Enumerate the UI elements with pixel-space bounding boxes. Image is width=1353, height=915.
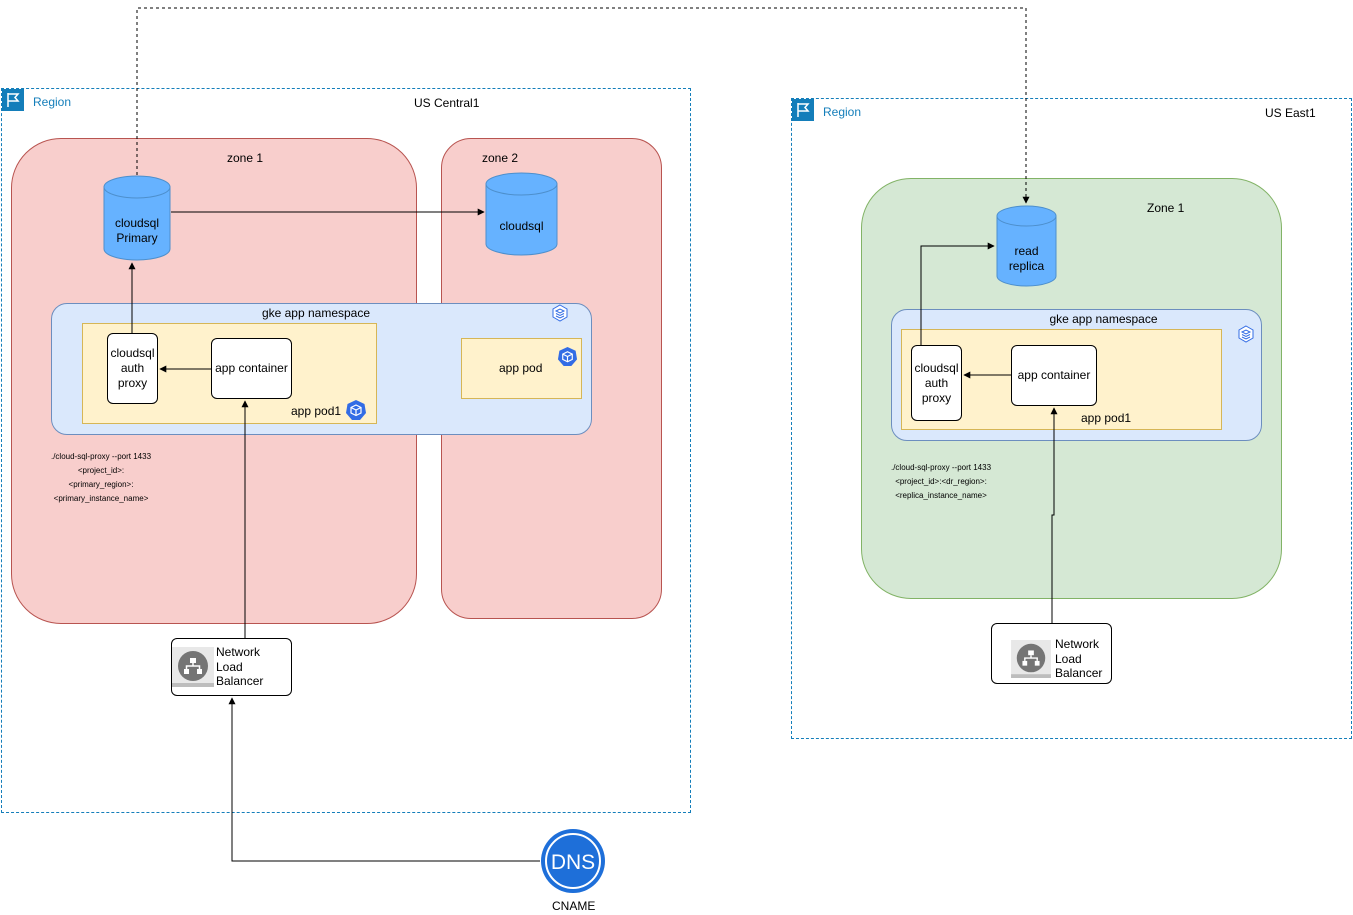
cloudsql-primary-database [103,175,171,261]
app-container: app container [1011,345,1097,406]
dns-to-lb-connector [228,697,540,862]
region-label: Region [33,95,72,109]
pod-label: app pod1 [1081,411,1132,425]
region-name: US East1 [1265,106,1316,120]
pod-label: app pod1 [291,404,342,418]
region-name: US Central1 [414,96,480,110]
replication-connector [136,7,1030,204]
proxy-command: ./cloud-sql-proxy --port 1433 <project_i… [890,463,992,500]
cloudsql-secondary-database [485,172,558,256]
region-us-east1 [791,98,1352,739]
region-us-central1 [1,88,691,813]
region-flag-icon [2,89,24,111]
zone-label: zone 1 [227,151,264,165]
namespace-label: gke app namespace [1049,312,1158,326]
zone-label: zone 2 [482,151,519,165]
kubernetes-pod-icon [557,346,578,367]
pod-label: app pod [499,361,543,375]
load-balancer-icon [172,647,214,687]
kubernetes-pod-icon [346,400,366,420]
dns-icon-text: DNS [551,851,595,874]
zone-label: Zone 1 [1147,201,1185,215]
region-label: Region [823,105,862,119]
dns-label: CNAME [552,899,596,913]
app-pod [461,338,582,399]
namespace-icon [552,304,568,322]
read-replica-database [996,205,1057,287]
app-container: app container [211,338,292,399]
lb-to-app-connector [1050,407,1058,623]
db-label: cloudsql [499,219,544,233]
proxy-to-replica-connector [920,242,995,345]
load-balancer-icon [1011,640,1051,678]
region-flag-icon [792,99,814,121]
proxy-command: ./cloud-sql-proxy --port 1433 <project_i… [50,452,152,503]
dns-icon: DNS [541,829,605,893]
namespace-label: gke app namespace [261,306,371,320]
namespace-icon [1238,325,1254,343]
